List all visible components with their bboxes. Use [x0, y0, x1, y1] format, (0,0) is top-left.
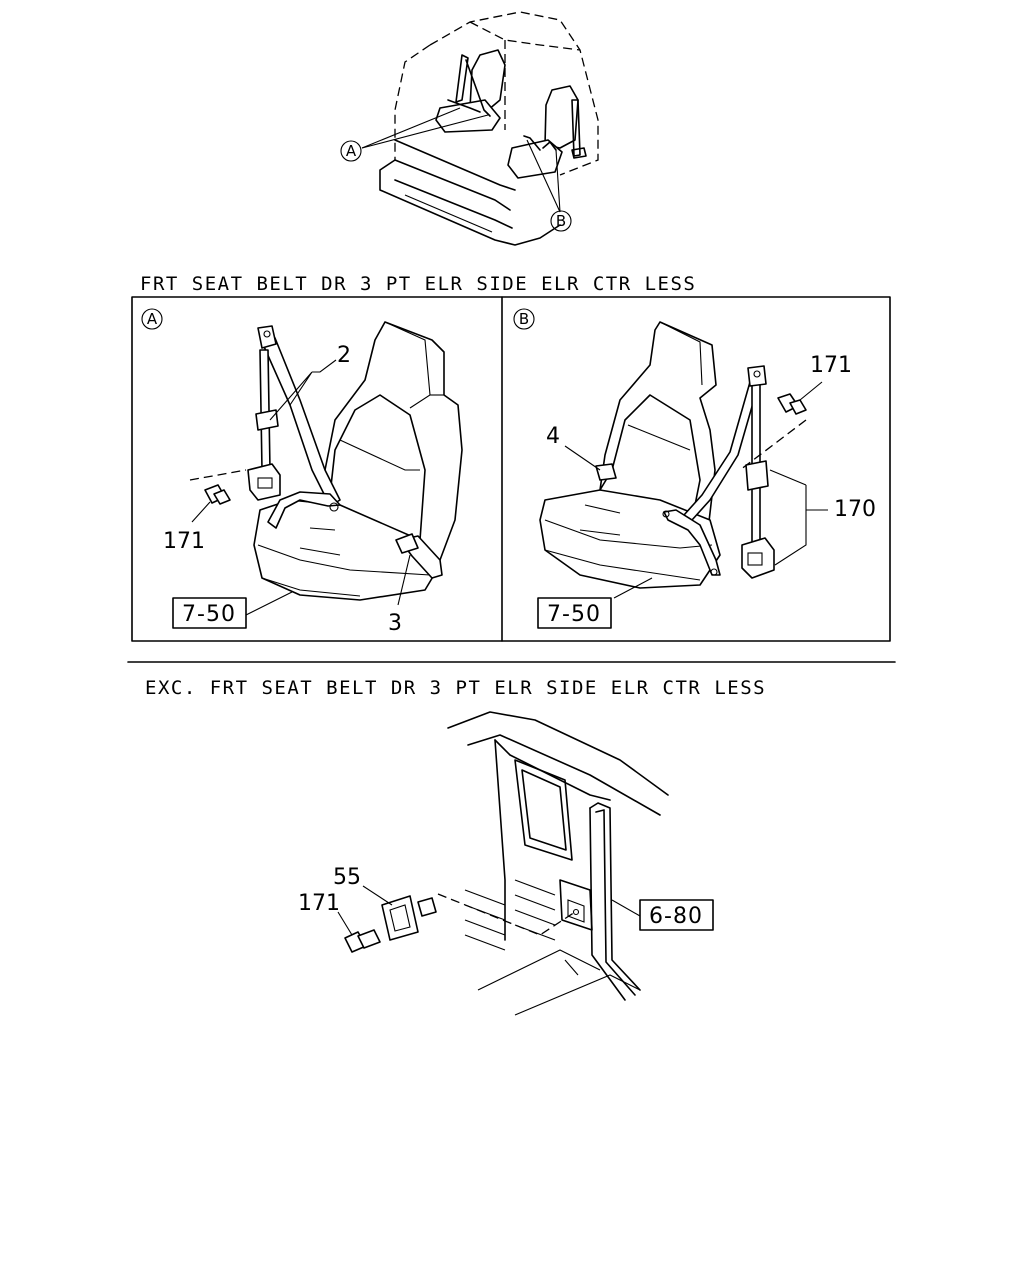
callout-b-bolt: 171 [810, 353, 852, 378]
callout-a-belt: 2 [337, 343, 351, 368]
callout-2-bracket: 55 [333, 865, 361, 890]
callout-b-buckle: 4 [546, 424, 560, 449]
panel-b-ref-label: 7-50 [547, 602, 601, 627]
section1-caption: FRT SEAT BELT DR 3 PT ELR SIDE ELR CTR L… [140, 273, 696, 295]
panel-a-ref-label: 7-50 [182, 602, 236, 627]
panel-a-illustration: 2 3 171 A 7-50 [141, 308, 463, 636]
panel-b-marker: B [519, 310, 529, 328]
overview-marker-b: B [556, 212, 566, 230]
section2-caption: EXC. FRT SEAT BELT DR 3 PT ELR SIDE ELR … [145, 677, 766, 699]
panel-a-marker: A [147, 310, 158, 328]
section2-ref-box [639, 899, 714, 931]
panel-b-illustration: 4 171 170 B 7-50 [513, 308, 876, 629]
callout-a-bolt: 171 [163, 529, 205, 554]
callout-b-retractor: 170 [834, 497, 876, 522]
overview-marker-a: A [346, 142, 357, 160]
panel-frame [131, 296, 891, 642]
callout-a-buckle: 3 [388, 611, 402, 636]
panel-b-ref-box [537, 597, 612, 629]
section2-illustration: 55 171 6-80 [298, 711, 714, 1016]
callout-2-bolt: 171 [298, 891, 340, 916]
section2-ref-label: 6-80 [649, 904, 703, 929]
cab-overview-illustration: A B [340, 11, 599, 246]
panel-a-ref-box [172, 597, 247, 629]
